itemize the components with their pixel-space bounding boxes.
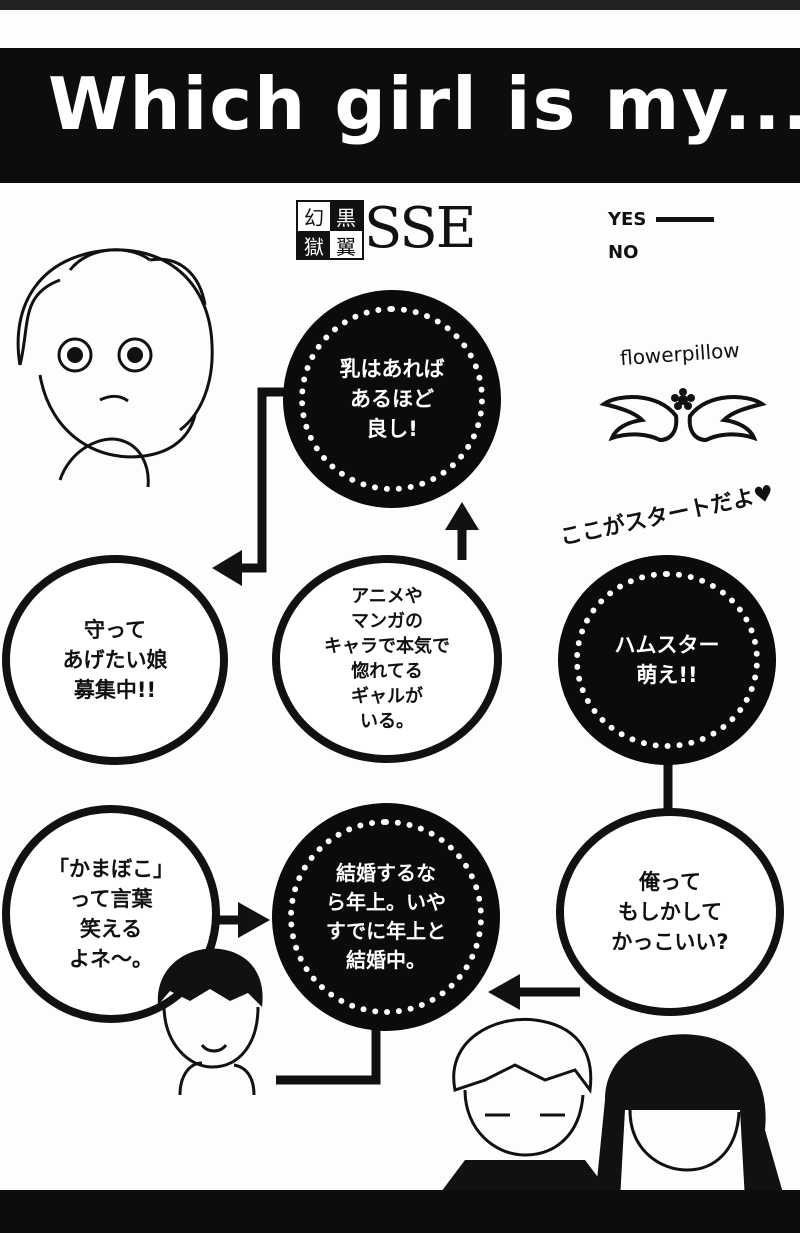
legend-no: NO bbox=[608, 236, 714, 269]
crying-boy-illustration bbox=[16, 248, 214, 488]
flowerpillow-logo: flowerpillow bbox=[598, 338, 768, 452]
legend-no-label: NO bbox=[608, 242, 639, 263]
logo-kanji: 翼 bbox=[336, 235, 356, 259]
flow-node-3: アニメや マンガの キャラで本気で 惚れてる ギャルが いる。 bbox=[272, 555, 502, 763]
flow-node-4-text: ハムスター 萌え!! bbox=[614, 633, 720, 687]
legend-yes-label: YES bbox=[608, 209, 647, 230]
flow-node-7-text: 俺って もしかして かっこいい? bbox=[611, 870, 729, 954]
flow-node-1: 乳はあれば あるほど 良し! bbox=[283, 290, 501, 508]
flow-node-2-text: 守って あげたい娘 募集中!! bbox=[62, 618, 168, 702]
flow-node-2: 守って あげたい娘 募集中!! bbox=[2, 555, 228, 765]
yes-no-legend: YES NO bbox=[608, 203, 715, 269]
logo-kanji: 黒 bbox=[330, 202, 362, 231]
flow-node-1-text: 乳はあれば あるほど 良し! bbox=[339, 357, 445, 441]
page-title: Which girl is my... bbox=[48, 62, 800, 146]
top-edge bbox=[0, 0, 800, 10]
flow-node-3-text: アニメや マンガの キャラで本気で 惚れてる ギャルが いる。 bbox=[324, 586, 450, 732]
sse-logo-text: SSE bbox=[364, 196, 477, 261]
black-haired-boy-illustration bbox=[157, 948, 263, 1095]
sse-logo-mark: 幻 黒 獄 翼 bbox=[296, 200, 364, 260]
bottom-band bbox=[0, 1190, 800, 1233]
logo-kanji: 獄 bbox=[298, 231, 330, 260]
flow-node-6: 結婚するな ら年上。いや すでに年上と 結婚中。 bbox=[272, 803, 500, 1031]
legend-yes: YES bbox=[608, 203, 715, 236]
legend-yes-line bbox=[656, 217, 715, 222]
flow-node-4: ハムスター 萌え!! bbox=[558, 555, 776, 765]
flow-node-6-text: 結婚するな ら年上。いや すでに年上と 結婚中。 bbox=[325, 861, 447, 972]
flow-node-7: 俺って もしかして かっこいい? bbox=[556, 808, 784, 1016]
winged-flower-icon bbox=[599, 388, 767, 443]
logo-kanji: 幻 bbox=[304, 206, 324, 230]
flow-node-5-text: 「かまぼこ」 って言葉 笑える よネ〜。 bbox=[48, 857, 174, 971]
title-band bbox=[0, 48, 800, 183]
two-characters-illustration bbox=[435, 1017, 785, 1200]
